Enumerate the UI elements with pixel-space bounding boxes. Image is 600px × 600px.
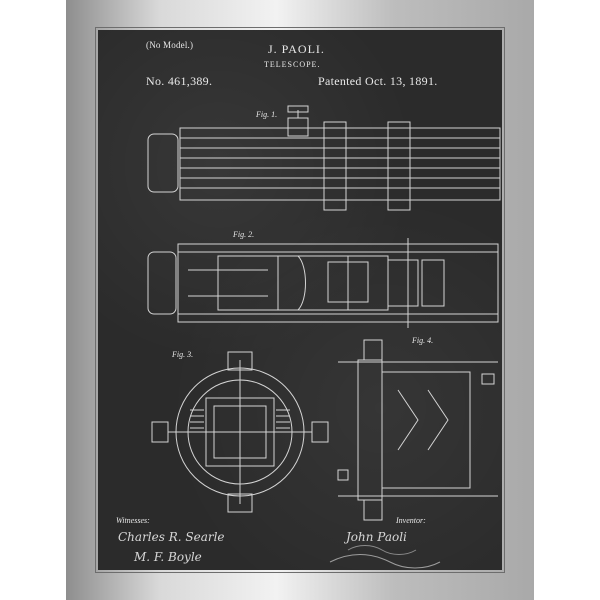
patent-date: Patented Oct. 13, 1891. — [318, 74, 438, 88]
figure-1-label: Fig. 1. — [256, 110, 278, 119]
witness-1-signature: Charles R. Searle — [118, 530, 225, 544]
chalkboard-patent-print: (No Model.) J. PAOLI. TELESCOPE. No. 461… — [98, 30, 502, 570]
model-note: (No Model.) — [146, 40, 194, 50]
figure-2-label: Fig. 2. — [233, 230, 255, 239]
figure-2-section-drawing — [147, 238, 499, 328]
figure-3-end-view-drawing — [151, 351, 329, 513]
patent-drawings — [147, 105, 501, 521]
patent-inventor-name: J. PAOLI. — [268, 42, 325, 56]
figure-4-mechanism-drawing — [337, 339, 498, 521]
figure-3-label: Fig. 3. — [172, 350, 194, 359]
patent-invention-title: TELESCOPE. — [264, 60, 321, 69]
witness-2-signature: M. F. Boyle — [134, 550, 202, 564]
figure-1-telescope-drawing — [147, 105, 501, 211]
inventor-signature: John Paoli — [346, 530, 407, 544]
figure-4-label: Fig. 4. — [412, 336, 434, 345]
signature-flourishes — [329, 545, 441, 569]
patent-number: No. 461,389. — [146, 74, 213, 88]
witnesses-label: Witnesses: — [116, 516, 150, 525]
inventor-label: Inventor: — [396, 516, 426, 525]
